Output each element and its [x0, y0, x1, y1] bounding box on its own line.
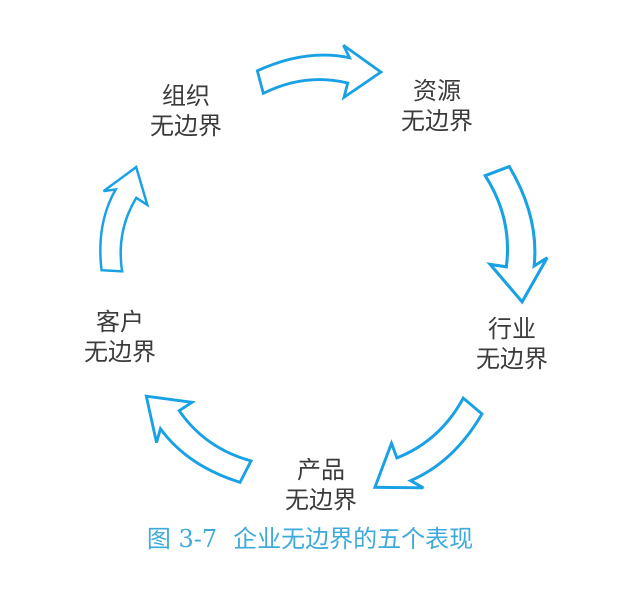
node-customer-line2: 无边界 — [84, 338, 156, 366]
arrow-customer-to-organization-icon — [99, 165, 150, 273]
node-organization-line1: 组织 — [162, 82, 210, 110]
arrow-organization-to-resources-icon — [255, 44, 384, 101]
node-resources-line1: 资源 — [413, 77, 461, 105]
arrow-industry-to-product-icon — [372, 395, 484, 490]
figure-caption: 图 3-7 企业无边界的五个表现 — [147, 524, 473, 554]
node-industry-line2: 无边界 — [476, 345, 548, 373]
node-customer-line1: 客户 — [96, 308, 144, 336]
node-industry-line1: 行业 — [488, 315, 536, 343]
figure-title: 企业无边界的五个表现 — [233, 525, 474, 553]
node-organization: 组织 无边界 — [150, 81, 222, 141]
node-product: 产品 无边界 — [285, 455, 357, 515]
arrow-product-to-customer-icon — [144, 394, 254, 485]
node-customer: 客户 无边界 — [84, 307, 156, 367]
node-product-line1: 产品 — [297, 456, 345, 484]
node-product-line2: 无边界 — [285, 486, 357, 514]
node-resources-line2: 无边界 — [401, 107, 473, 135]
figure-number: 图 3-7 — [146, 525, 218, 553]
arrow-resources-to-industry-icon — [482, 164, 549, 305]
node-organization-line2: 无边界 — [150, 112, 222, 140]
node-resources: 资源 无边界 — [401, 76, 473, 136]
node-industry: 行业 无边界 — [476, 314, 548, 374]
